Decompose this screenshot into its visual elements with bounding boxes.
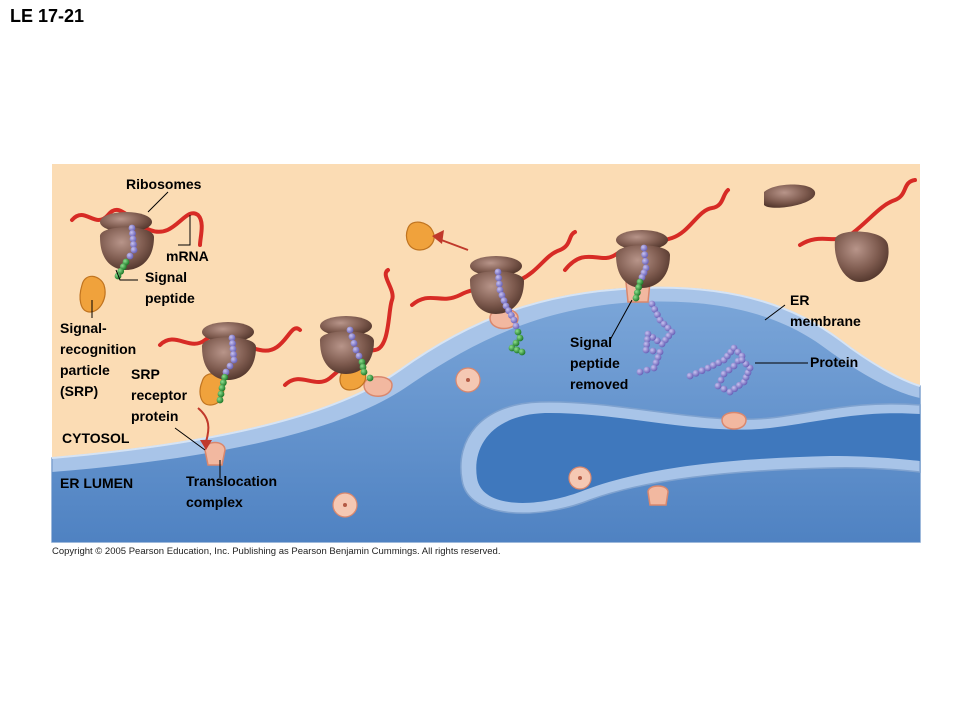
polypeptide-bead [229, 345, 237, 353]
polypeptide-bead [510, 316, 518, 324]
label-srp: Signal- recognition particle (SRP) [60, 320, 137, 399]
signal-peptide-bead [221, 373, 229, 381]
polypeptide-bead [128, 224, 136, 232]
polypeptide-bead [226, 362, 234, 370]
polypeptide-bead [496, 286, 504, 294]
slide-title: LE 17-21 [10, 6, 85, 26]
polypeptide-bead [495, 274, 503, 282]
ribosome-1 [99, 212, 154, 270]
label-protein: Protein [810, 354, 859, 370]
signal-peptide-bead [633, 289, 641, 297]
label-ribosomes: Ribosomes [126, 176, 202, 192]
polypeptide-bead [725, 366, 733, 374]
polypeptide-bead [692, 369, 700, 377]
polypeptide-bead [641, 257, 649, 265]
srp-particles [79, 221, 435, 406]
polypeptide-bead [654, 353, 662, 361]
polypeptide-bead [130, 241, 137, 248]
polypeptide-bead [730, 362, 738, 370]
polypeptide-bead [346, 326, 354, 334]
ribosome-large-subunit-free [764, 184, 816, 208]
polypeptide-bead [350, 339, 358, 347]
polypeptide-bead [698, 367, 706, 375]
polypeptide-bead [222, 368, 230, 376]
signal-peptide-bead [219, 379, 227, 387]
polypeptide-bead [348, 333, 356, 341]
polypeptide-bead [704, 364, 712, 372]
label-srp-receptor: SRP receptor protein [131, 366, 188, 424]
polypeptide-bead [650, 364, 658, 372]
polypeptide-bead [641, 251, 649, 259]
signal-peptide-bead [514, 328, 522, 336]
polypeptide-bead [714, 382, 722, 390]
label-signal-peptide: Signal peptide [145, 269, 195, 306]
polypeptide-bead [636, 368, 644, 376]
label-er-membrane: ER membrane [790, 292, 861, 329]
polypeptide-bead [130, 246, 138, 254]
signal-peptide-bead [366, 374, 374, 382]
label-signal-peptide-removed: Signal peptide removed [570, 334, 629, 392]
polypeptide-bead [643, 366, 651, 374]
polypeptide-bead [648, 300, 656, 308]
label-cytosol: CYTOSOL [62, 430, 130, 446]
polypeptide-bead [498, 291, 506, 299]
polypeptide-chains [114, 224, 754, 404]
polypeptide-bead [230, 351, 237, 358]
polypeptide-bead [720, 370, 728, 378]
polypeptide-bead [656, 348, 664, 356]
signal-peptide-bead [216, 396, 224, 404]
ribosome-small-subunit-free [834, 231, 889, 282]
label-mrna: mRNA [166, 248, 209, 264]
signal-peptide-bead [218, 384, 226, 392]
signal-peptide-bead [636, 278, 644, 286]
polypeptide-bead [720, 385, 728, 393]
polypeptide-bead [686, 372, 694, 380]
signal-peptide-bead [518, 348, 526, 356]
polypeptide-bead [649, 347, 657, 355]
polypeptide-bead [512, 322, 520, 330]
leader-lines [91, 191, 808, 478]
signal-peptide-bead [632, 294, 640, 302]
ribosome-4 [469, 256, 524, 314]
polypeptide-bead [717, 376, 725, 384]
copyright-notice: Copyright © 2005 Pearson Education, Inc.… [52, 546, 501, 557]
polypeptide-bead [352, 346, 360, 354]
signal-peptide-bead [516, 334, 524, 342]
polypeptide-bead [229, 340, 236, 347]
polypeptide-bead [738, 356, 746, 364]
polypeptide-bead [643, 341, 651, 349]
polypeptide-bead [129, 230, 136, 237]
polypeptide-bead [652, 359, 660, 367]
polypeptide-bead [126, 252, 134, 260]
label-translocation-complex: Translocation complex [186, 473, 278, 510]
polypeptide-bead [651, 305, 659, 313]
polypeptide-bead [644, 330, 652, 338]
polypeptide-bead [494, 268, 502, 276]
polypeptide-bead [709, 361, 717, 369]
signal-peptide-bead [217, 390, 225, 398]
polypeptide-bead [640, 244, 648, 252]
polypeptide-bead [642, 346, 650, 354]
polypeptide-bead [495, 280, 503, 288]
polypeptide-bead [715, 359, 723, 367]
label-er-lumen: ER LUMEN [60, 475, 134, 491]
ribosome-2 [201, 322, 256, 380]
polypeptide-bead [500, 297, 508, 305]
signal-peptide-bead [512, 339, 520, 347]
polypeptide-bead [129, 235, 137, 243]
signal-peptide-bead [360, 368, 368, 376]
polypeptide-bead [653, 311, 661, 319]
signal-peptide-bead [635, 283, 643, 291]
polypeptide-bead [643, 335, 651, 343]
polypeptide-bead [355, 352, 363, 360]
polypeptide-bead [230, 356, 238, 364]
polypeptide-bead [228, 334, 236, 342]
